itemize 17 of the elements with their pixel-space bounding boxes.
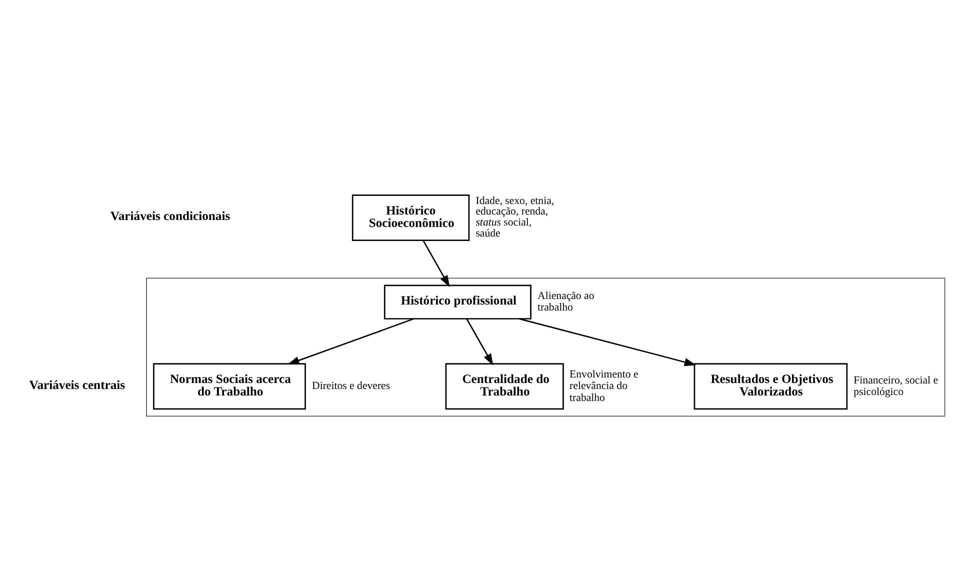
- arrow: [288, 318, 414, 365]
- label: Variáveis condicionais: [110, 209, 230, 224]
- cluster: [146, 278, 946, 417]
- arrow: [519, 318, 696, 366]
- node-box: Histórico Socioeconômico: [352, 194, 470, 241]
- node-box: Normas Sociais acerca do Trabalho: [153, 363, 306, 410]
- arrow: [422, 240, 450, 288]
- node-box: Resultados e Objetivos Valorizados: [694, 363, 848, 410]
- node-label: Financeiro, social e psicológico: [854, 374, 938, 398]
- node-label: Envolvimento e relevância do trabalho: [570, 368, 638, 404]
- label: Variáveis centrais: [29, 378, 126, 392]
- node-box: Histórico profissional: [384, 284, 532, 320]
- node-label: Idade, sexo, etnia, educação, renda, status social, saúde: [476, 194, 554, 240]
- node-label: Direitos e deveres: [312, 380, 390, 392]
- node-box: Centralidade do Trabalho: [445, 363, 564, 410]
- arrow: [466, 318, 494, 366]
- node-label: Alienação ao trabalho: [538, 290, 594, 314]
